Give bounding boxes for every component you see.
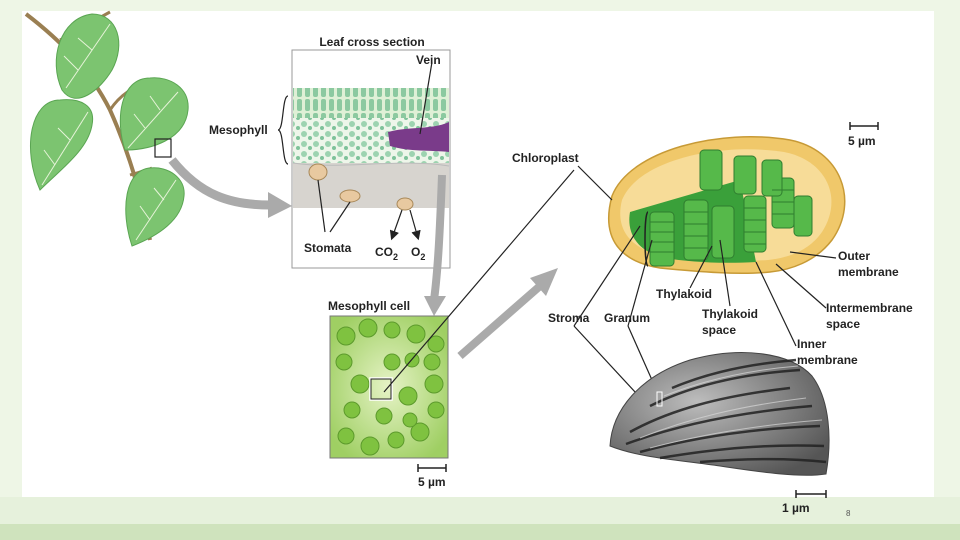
leaf-branch	[24, 10, 189, 247]
chloroplast-micrograph	[609, 352, 830, 498]
mesophyll-cell-image	[329, 315, 449, 472]
o2-label: O2	[411, 245, 425, 262]
o2-subscript: 2	[420, 252, 425, 262]
footer-stripe	[0, 524, 960, 540]
co2-text: CO	[375, 245, 393, 259]
outer-membrane-label-line1: Outer	[838, 249, 870, 263]
page-number: 8	[846, 509, 851, 518]
stroma-label: Stroma	[548, 311, 590, 325]
leaf-cross-section	[277, 49, 451, 269]
thylakoid-label: Thylakoid	[656, 287, 712, 301]
leaf-selection-box	[154, 138, 172, 158]
inner-membrane-label-line1: Inner	[797, 337, 827, 351]
thylakoid-space-label-line2: space	[702, 323, 736, 337]
arrow-cell-to-chloroplast	[457, 282, 543, 360]
cell-to-chloroplast-line	[383, 169, 575, 393]
micrograph-scale-label: 1 µm	[782, 501, 810, 515]
o2-text: O	[411, 245, 420, 259]
stomata-label: Stomata	[304, 241, 352, 255]
thylakoid-space-label-line1: Thylakoid	[702, 307, 758, 321]
inner-membrane-label-line2: membrane	[797, 353, 858, 367]
mesophyll-label: Mesophyll	[209, 123, 268, 137]
chloroplast-scale-label: 5 µm	[848, 134, 876, 148]
granum-label: Granum	[604, 311, 650, 325]
chloroplast-leader-lines	[573, 165, 837, 407]
leaf-cross-section-title: Leaf cross section	[319, 35, 424, 49]
arrow-leaf-to-section	[168, 157, 271, 210]
outer-membrane-label-line2: membrane	[838, 265, 899, 279]
cell-scale-label: 5 µm	[418, 475, 446, 489]
mesophyll-cell-title: Mesophyll cell	[328, 299, 410, 313]
intermembrane-label-line2: space	[826, 317, 860, 331]
chloroplast-label: Chloroplast	[512, 151, 579, 165]
vein-label: Vein	[416, 53, 441, 67]
arrow-section-to-cell	[430, 174, 446, 301]
chloroplast-illustration	[607, 122, 879, 274]
intermembrane-label-line1: Intermembrane	[826, 301, 913, 315]
co2-label: CO2	[375, 245, 398, 262]
co2-subscript: 2	[393, 252, 398, 262]
